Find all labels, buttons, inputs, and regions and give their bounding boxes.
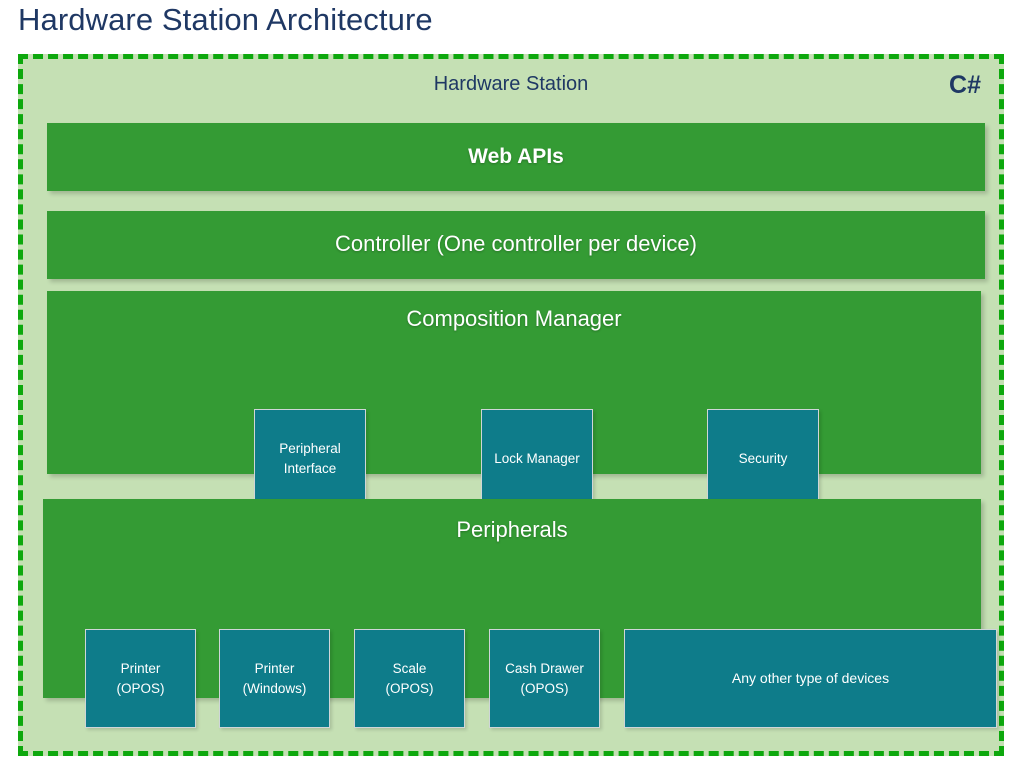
component-printer-windows[interactable]: Printer (Windows) bbox=[219, 629, 330, 728]
component-any-other-devices[interactable]: Any other type of devices bbox=[624, 629, 997, 728]
component-scale-opos[interactable]: Scale (OPOS) bbox=[354, 629, 465, 728]
layer-composition-manager[interactable]: Composition Manager Peripheral Interface… bbox=[47, 291, 981, 508]
layer-peripherals-title: Peripherals bbox=[456, 517, 568, 542]
component-printer-opos[interactable]: Printer (OPOS) bbox=[85, 629, 196, 728]
layer-controller-title: Controller (One controller per device) bbox=[335, 231, 697, 256]
language-badge: C# bbox=[949, 71, 981, 99]
hardware-station-container: Hardware Station C# Web APIs Controller … bbox=[18, 54, 1004, 756]
component-peripheral-interface[interactable]: Peripheral Interface bbox=[254, 409, 366, 508]
layer-composition-manager-title: Composition Manager bbox=[406, 306, 622, 331]
layer-controller[interactable]: Controller (One controller per device) bbox=[47, 211, 985, 279]
layer-web-apis-title: Web APIs bbox=[468, 145, 564, 168]
page-title: Hardware Station Architecture bbox=[18, 2, 433, 37]
component-security[interactable]: Security bbox=[707, 409, 819, 508]
component-cash-drawer-opos[interactable]: Cash Drawer (OPOS) bbox=[489, 629, 600, 728]
layer-peripherals[interactable]: Peripherals Printer (OPOS) Printer (Wind… bbox=[43, 499, 997, 728]
layer-web-apis[interactable]: Web APIs bbox=[47, 123, 985, 191]
component-lock-manager[interactable]: Lock Manager bbox=[481, 409, 593, 508]
hardware-station-label: Hardware Station bbox=[433, 73, 589, 95]
